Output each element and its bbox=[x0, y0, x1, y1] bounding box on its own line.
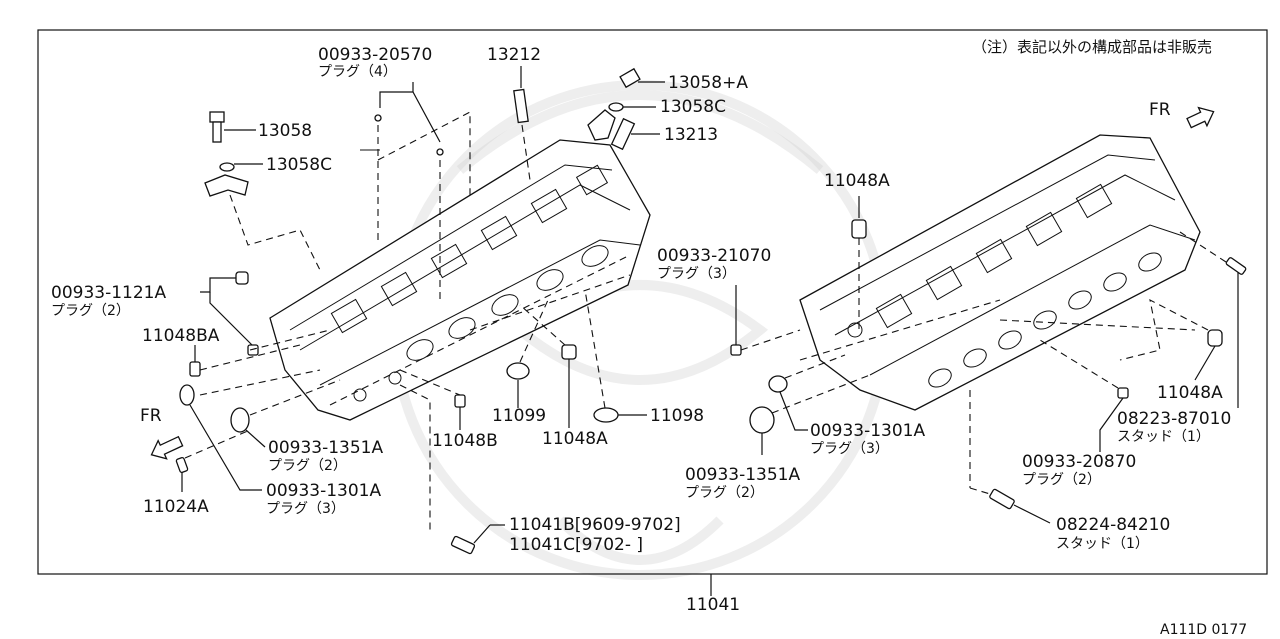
label-08224-84210-sub: スタッド（1） bbox=[1056, 536, 1149, 552]
label-11041c: 11041C[9702- ] bbox=[509, 535, 643, 555]
label-00933-1301a-right: 00933-1301A bbox=[810, 421, 925, 441]
label-13058: 13058 bbox=[258, 121, 312, 141]
sensor-13058a[interactable] bbox=[619, 67, 665, 89]
label-00933-20570-sub: プラグ（4） bbox=[318, 64, 397, 80]
label-00933-20870: 00933-20870 bbox=[1022, 452, 1136, 472]
washer-13058c-left[interactable] bbox=[219, 162, 235, 172]
label-00933-1301a-left: 00933-1301A bbox=[266, 481, 381, 501]
plug-00933-1121a-b[interactable] bbox=[247, 344, 259, 356]
stud-08223-87010[interactable] bbox=[1225, 257, 1247, 275]
plug-00933-1121a[interactable] bbox=[235, 271, 249, 285]
stud-11048b[interactable] bbox=[454, 394, 466, 408]
label-00933-1301a-right-sub: プラグ（3） bbox=[810, 441, 889, 457]
label-00933-1121a-sub: プラグ（2） bbox=[51, 303, 130, 319]
label-11048a-right: 11048A bbox=[1157, 383, 1223, 403]
label-13058c-left: 13058C bbox=[266, 155, 332, 175]
label-00933-21070: 00933-21070 bbox=[657, 246, 771, 266]
diagram-frame bbox=[37, 29, 1268, 575]
cylinder-head-left[interactable] bbox=[269, 139, 651, 421]
label-13212: 13212 bbox=[487, 45, 541, 65]
fr-arrow-left-icon bbox=[150, 435, 184, 460]
stud-08224-84210[interactable] bbox=[989, 488, 1015, 510]
label-08223-87010: 08223-87010 bbox=[1117, 409, 1231, 429]
label-13213: 13213 bbox=[664, 125, 718, 145]
label-00933-1351a-left-sub: プラグ（2） bbox=[268, 458, 347, 474]
label-fr-left: FR bbox=[140, 406, 162, 426]
label-11048a-mid: 11048A bbox=[542, 429, 608, 449]
label-fr-right: FR bbox=[1149, 100, 1171, 120]
pin-11024a[interactable] bbox=[175, 456, 189, 474]
label-08224-84210: 08224-84210 bbox=[1056, 515, 1170, 535]
label-11048a-top: 11048A bbox=[824, 171, 890, 191]
label-11048b: 11048B bbox=[432, 431, 498, 451]
plug-00933-21070[interactable] bbox=[730, 344, 742, 356]
fr-arrow-right-icon bbox=[1186, 106, 1215, 129]
label-11099: 11099 bbox=[492, 406, 546, 426]
bolt-13058[interactable] bbox=[209, 111, 225, 143]
label-00933-20570: 00933-20570 bbox=[318, 45, 432, 65]
bracket-right[interactable] bbox=[587, 109, 616, 141]
plug-00933-20870[interactable] bbox=[1117, 387, 1129, 399]
stud-11048a-mid[interactable] bbox=[561, 344, 577, 360]
cylinder-head-right[interactable] bbox=[799, 134, 1201, 411]
label-assembly-11041: 11041 bbox=[686, 595, 740, 615]
label-00933-1351a-right: 00933-1351A bbox=[685, 465, 800, 485]
plug-00933-1351a-left[interactable] bbox=[230, 407, 250, 433]
washer-13058c-right[interactable] bbox=[608, 102, 624, 112]
label-11048ba: 11048BA bbox=[142, 326, 220, 346]
plug-00933-20570-b[interactable] bbox=[436, 148, 444, 156]
label-13058a: 13058+A bbox=[668, 73, 748, 93]
stud-11048a-top[interactable] bbox=[851, 219, 867, 239]
label-11024a: 11024A bbox=[143, 497, 209, 517]
note-text: （注）表記以外の構成部品は非販売 bbox=[972, 38, 1212, 56]
label-00933-1301a-left-sub: プラグ（3） bbox=[266, 501, 345, 517]
label-00933-21070-sub: プラグ（3） bbox=[657, 266, 736, 282]
washer-11098[interactable] bbox=[593, 407, 619, 423]
plug-00933-1301a-left[interactable] bbox=[179, 384, 195, 406]
plug-00933-20570-a[interactable] bbox=[374, 114, 382, 122]
label-00933-1351a-left: 00933-1351A bbox=[268, 438, 383, 458]
label-08223-87010-sub: スタッド（1） bbox=[1117, 429, 1210, 445]
stud-11048a-right[interactable] bbox=[1207, 329, 1223, 347]
label-11098: 11098 bbox=[650, 406, 704, 426]
seal-11099[interactable] bbox=[506, 362, 530, 380]
plug-00933-1351a-right[interactable] bbox=[749, 406, 775, 434]
label-00933-1351a-right-sub: プラグ（2） bbox=[685, 485, 764, 501]
label-00933-20870-sub: プラグ（2） bbox=[1022, 472, 1101, 488]
label-11041b: 11041B[9609-9702] bbox=[509, 515, 681, 535]
dowel-13212[interactable] bbox=[513, 88, 529, 124]
stud-11048ba[interactable] bbox=[189, 361, 201, 377]
plug-00933-1301a-right[interactable] bbox=[768, 375, 788, 393]
diagram-code: A111D 0177 bbox=[1160, 622, 1247, 638]
bracket-left[interactable] bbox=[204, 174, 249, 197]
label-00933-1121a: 00933-1121A bbox=[51, 283, 166, 303]
label-13058c-right: 13058C bbox=[660, 97, 726, 117]
tube-13213[interactable] bbox=[610, 117, 636, 151]
stud-11041bc[interactable] bbox=[450, 535, 476, 555]
